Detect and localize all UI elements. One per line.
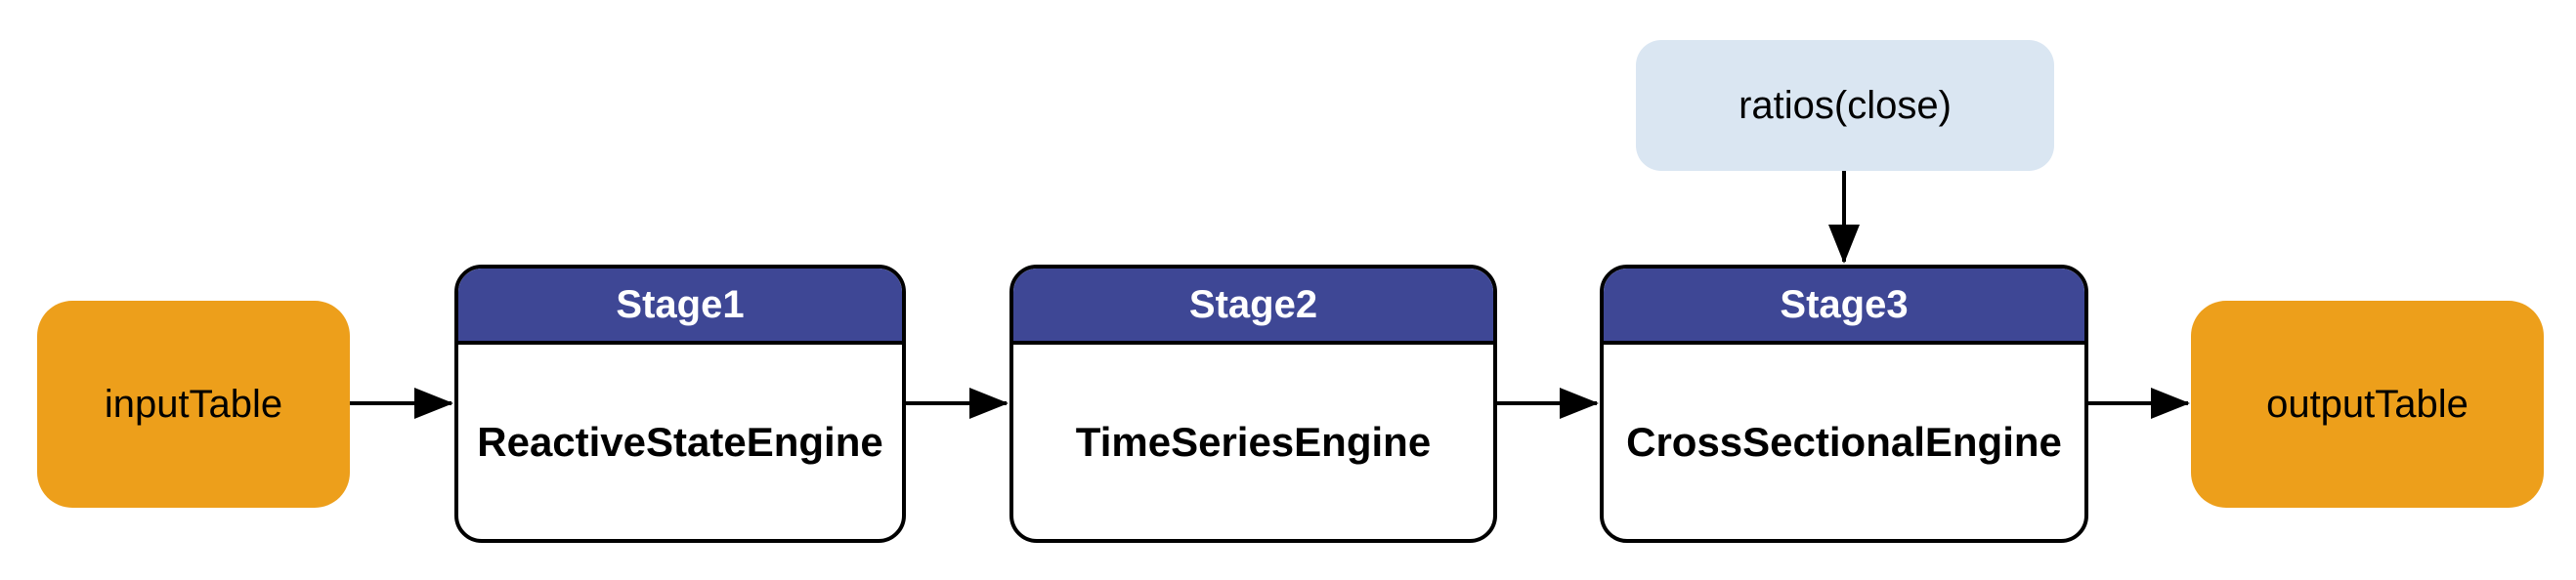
stage2-body: TimeSeriesEngine [1013, 345, 1493, 539]
node-stage1: Stage1 ReactiveStateEngine [454, 265, 906, 543]
node-output-table: outputTable [2191, 301, 2544, 508]
output-table-label: outputTable [2266, 382, 2469, 426]
stage3-engine-label: CrossSectionalEngine [1626, 418, 2062, 465]
stage3-body: CrossSectionalEngine [1604, 345, 2084, 539]
stage1-engine-label: ReactiveStateEngine [477, 418, 883, 465]
stage1-header: Stage1 [458, 269, 902, 345]
input-table-label: inputTable [104, 382, 283, 426]
stage2-header: Stage2 [1013, 269, 1493, 345]
node-stage2: Stage2 TimeSeriesEngine [1009, 265, 1497, 543]
stage3-header: Stage3 [1604, 269, 2084, 345]
stage1-title: Stage1 [616, 282, 745, 326]
node-annotation-ratios: ratios(close) [1636, 40, 2054, 171]
stage2-engine-label: TimeSeriesEngine [1075, 418, 1432, 465]
stage1-body: ReactiveStateEngine [458, 345, 902, 539]
annotation-label: ratios(close) [1739, 83, 1952, 127]
node-input-table: inputTable [37, 301, 350, 508]
stage2-title: Stage2 [1188, 282, 1318, 326]
node-stage3: Stage3 CrossSectionalEngine [1600, 265, 2088, 543]
stage3-title: Stage3 [1780, 282, 1909, 326]
